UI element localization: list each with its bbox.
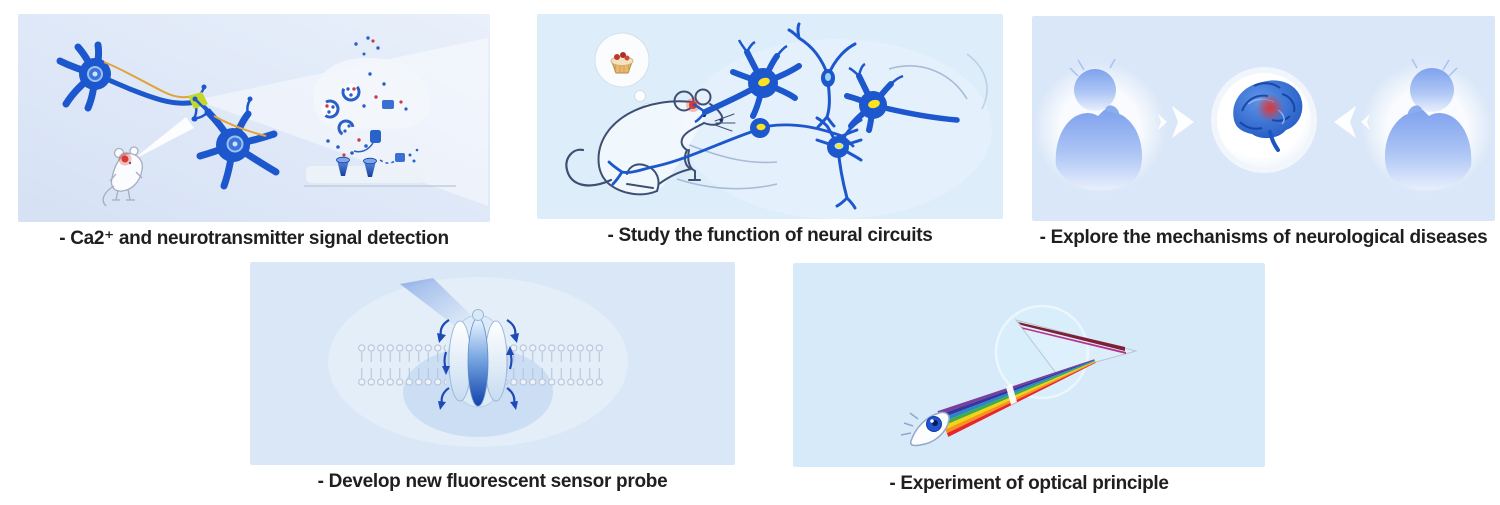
transporter-icon	[370, 130, 381, 143]
reflected-beams	[1018, 322, 1126, 354]
person-silhouette-icon	[1361, 58, 1493, 194]
receptor-icon	[336, 156, 377, 177]
membrane-channel-protein-illustration	[250, 262, 735, 465]
vesicle-icon	[337, 119, 355, 137]
circuit-curves	[676, 53, 988, 190]
mouse-thought-neurons-illustration	[537, 14, 1003, 219]
vesicle-icon	[320, 99, 340, 119]
caption-text: - Ca2⁺ and neurotransmitter signal detec…	[59, 228, 449, 249]
neuron-icon	[692, 39, 802, 124]
neurons-synapse-mouse-illustration	[18, 14, 490, 222]
rainbow-beam-icon	[937, 359, 1096, 437]
light-beam-icon	[400, 278, 474, 326]
neuron-icon	[607, 118, 859, 186]
brain-icon	[1211, 67, 1317, 173]
postsynaptic-membrane	[306, 166, 424, 183]
neuron-icon	[815, 116, 863, 210]
synapse-icon	[304, 36, 456, 187]
enzyme-icon	[395, 153, 405, 162]
caption-text: - Develop new fluorescent sensor probe	[317, 471, 668, 492]
neuron-icon	[192, 96, 280, 190]
channel-icon	[382, 100, 394, 109]
panel-optical-principle: - Experiment of optical principle	[793, 263, 1265, 495]
membrane-icon	[357, 344, 603, 386]
neurotransmitter-dots	[326, 36, 419, 163]
person-silhouette-icon	[1034, 58, 1166, 194]
neuron-icon	[844, 62, 960, 133]
rotation-arrows	[437, 319, 519, 410]
panel-caption: - Study the function of neural circuits	[537, 225, 1003, 247]
calcium-dots	[342, 39, 403, 157]
panel-caption: - Develop new fluorescent sensor probe	[250, 471, 735, 493]
tart-icon	[610, 52, 634, 74]
caption-text: - Study the function of neural circuits	[607, 225, 933, 246]
patients-brain-illustration	[1032, 16, 1495, 221]
myelin-line	[213, 115, 267, 137]
panel-caption: - Experiment of optical principle	[793, 473, 1265, 495]
panel-caption: - Ca2⁺ and neurotransmitter signal detec…	[18, 228, 490, 250]
eye-prism-rainbow-illustration	[793, 263, 1265, 467]
beam-marker	[1006, 384, 1017, 405]
eye-icon	[900, 411, 950, 447]
arrow-right-icon	[1158, 106, 1194, 138]
lesion-spot	[1256, 94, 1284, 122]
panel-neural-circuits: - Study the function of neural circuits	[537, 14, 1003, 247]
panel-neurological-diseases: - Explore the mechanisms of neurological…	[1032, 16, 1495, 249]
channel-protein-icon	[447, 309, 509, 408]
panel-ca-signal-detection: - Ca2⁺ and neurotransmitter signal detec…	[18, 14, 490, 250]
panel-caption: - Explore the mechanisms of neurological…	[1032, 227, 1495, 249]
myelin-line	[103, 61, 193, 99]
mouse-icon	[565, 88, 736, 196]
mouse-icon	[102, 146, 143, 207]
vesicle-icon	[341, 82, 361, 102]
light-beam-icon	[131, 117, 194, 161]
caption-text: - Explore the mechanisms of neurological…	[1039, 227, 1488, 248]
panel-fluorescent-probe: - Develop new fluorescent sensor probe	[250, 262, 735, 493]
arrow-left-icon	[1334, 106, 1370, 138]
caption-text: - Experiment of optical principle	[889, 473, 1169, 494]
